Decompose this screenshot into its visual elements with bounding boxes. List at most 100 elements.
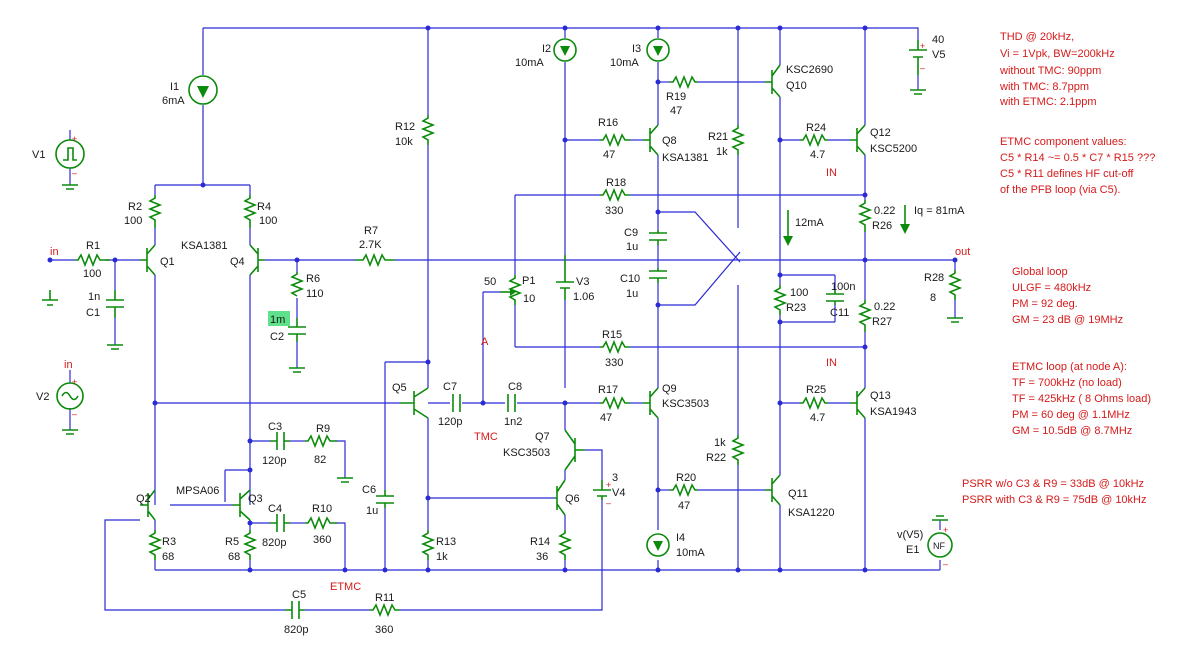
label-r10-name: R10 — [312, 503, 332, 515]
label-q10-name: Q10 — [786, 80, 807, 92]
capacitors — [106, 230, 844, 619]
label-q11-type: KSA1220 — [788, 507, 834, 519]
label-q8-type: KSA1381 — [662, 152, 708, 164]
label-q6: Q6 — [565, 493, 580, 505]
label-c11-value: 100n — [831, 281, 855, 293]
label-r7-value: 2.7K — [359, 239, 382, 251]
capacitor-c9 — [649, 230, 667, 245]
label-c2-value: 1m — [270, 314, 285, 326]
label-r15-value: 330 — [605, 357, 623, 369]
svg-text:+: + — [72, 134, 77, 144]
label-e1-expr: v(V5) — [897, 529, 923, 541]
label-r26-value: 0.22 — [874, 205, 895, 217]
transistor-q10 — [765, 64, 781, 98]
ground-icon — [947, 317, 963, 323]
label-r5-value: 68 — [228, 551, 240, 563]
label-q1: Q1 — [160, 256, 175, 268]
label-r6-value: 110 — [306, 288, 324, 300]
svg-text:PM = 92 deg.: PM = 92 deg. — [1012, 298, 1078, 310]
svg-text:PM = 60 deg @ 1.1MHz: PM = 60 deg @ 1.1MHz — [1012, 409, 1130, 421]
svg-text:+: + — [943, 525, 948, 535]
resistor-r26 — [857, 200, 873, 232]
node-tmc: TMC — [474, 431, 498, 443]
label-r16-value: 47 — [603, 149, 615, 161]
capacitor-c5 — [285, 601, 305, 619]
label-r14-value: 36 — [536, 551, 548, 563]
ground-icon — [337, 477, 353, 483]
resistor-r28 — [947, 270, 963, 300]
capacitor-c8 — [507, 394, 516, 412]
ground-icon — [62, 429, 78, 435]
label-c11-name: C11 — [830, 307, 849, 319]
label-r18-value: 330 — [605, 205, 623, 217]
svg-text:TF = 700kHz (no load): TF = 700kHz (no load) — [1012, 377, 1122, 389]
node-in-v2: in — [64, 359, 73, 371]
transistors — [140, 64, 866, 521]
current-source-i1 — [188, 75, 218, 105]
svg-text:–: – — [606, 498, 611, 508]
capacitor-c6 — [376, 490, 394, 508]
junction-dots — [47, 25, 958, 573]
source-v1 — [55, 139, 85, 169]
label-r13-name: R13 — [436, 536, 456, 548]
resistor-r6 — [289, 272, 305, 297]
wires — [50, 27, 956, 611]
ground-icon — [42, 299, 58, 306]
label-c10-name: C10 — [620, 273, 640, 285]
label-r25-name: R25 — [806, 384, 826, 396]
label-r24-name: R24 — [806, 122, 826, 134]
svg-text:GM = 23 dB @ 19MHz: GM = 23 dB @ 19MHz — [1012, 314, 1123, 326]
label-r28-name: R28 — [924, 272, 944, 284]
label-v3-value: 1.06 — [573, 291, 594, 303]
source-v5 — [909, 40, 927, 75]
label-c5-name: C5 — [292, 589, 306, 601]
label-r7-name: R7 — [364, 225, 378, 237]
label-r21-value: 1k — [716, 146, 728, 158]
label-r3-name: R3 — [162, 536, 176, 548]
resistor-r25 — [800, 395, 828, 411]
node-etmc: ETMC — [330, 581, 361, 593]
node-a: A — [481, 336, 489, 348]
label-q5: Q5 — [392, 382, 407, 394]
transistor-q2 — [140, 489, 156, 521]
svg-text:–: – — [72, 168, 77, 178]
ground-symbols — [42, 89, 963, 521]
svg-text:PSRR w/o C3 & R9 = 33dB @ 10k: PSRR w/o C3 & R9 = 33dB @ 10kHz — [962, 478, 1144, 490]
label-r12-value: 10k — [395, 136, 413, 148]
svg-text:with TMC: 8.7ppm: with TMC: 8.7ppm — [999, 81, 1089, 93]
source-v2 — [56, 382, 84, 410]
label-i2-value: 10mA — [515, 57, 544, 69]
label-q13-name: Q13 — [870, 390, 891, 402]
transistor-q8 — [643, 124, 659, 156]
label-r21-name: R21 — [708, 131, 728, 143]
label-r19-value: 47 — [670, 105, 682, 117]
label-c4-value: 820p — [262, 537, 286, 549]
label-c5-value: 820p — [284, 624, 308, 636]
capacitor-c3 — [270, 432, 290, 450]
label-c3-name: C3 — [268, 421, 282, 433]
transistor-q11 — [765, 474, 781, 506]
resistor-r7 — [355, 252, 395, 268]
current-source-i2 — [553, 38, 577, 62]
node-in: in — [50, 246, 59, 258]
svg-text:THD @ 20kHz,: THD @ 20kHz, — [1000, 31, 1074, 43]
svg-text:–: – — [72, 409, 77, 419]
label-r17-value: 47 — [600, 412, 612, 424]
ground-icon — [289, 367, 305, 373]
label-v3-name: V3 — [576, 276, 589, 288]
svg-text:without TMC: 90ppm: without TMC: 90ppm — [999, 65, 1101, 77]
label-c10-value: 1u — [626, 288, 638, 300]
current-sources — [188, 38, 670, 557]
label-c9-name: C9 — [624, 227, 638, 239]
transistor-q12 — [850, 124, 866, 156]
label-r12-name: R12 — [395, 121, 415, 133]
transistor-q4 — [249, 244, 265, 276]
label-bias-current: 12mA — [795, 217, 824, 229]
label-p1-wiper: 50 — [484, 276, 496, 288]
transistor-q3 — [232, 489, 251, 521]
label-c1-value: 1n — [88, 291, 100, 303]
notes-psrr: PSRR w/o C3 & R9 = 33dB @ 10kHz PSRR wit… — [962, 478, 1147, 506]
transistor-q5 — [400, 387, 429, 419]
polarity-marks: + – + – + – + – + – — [72, 41, 948, 569]
